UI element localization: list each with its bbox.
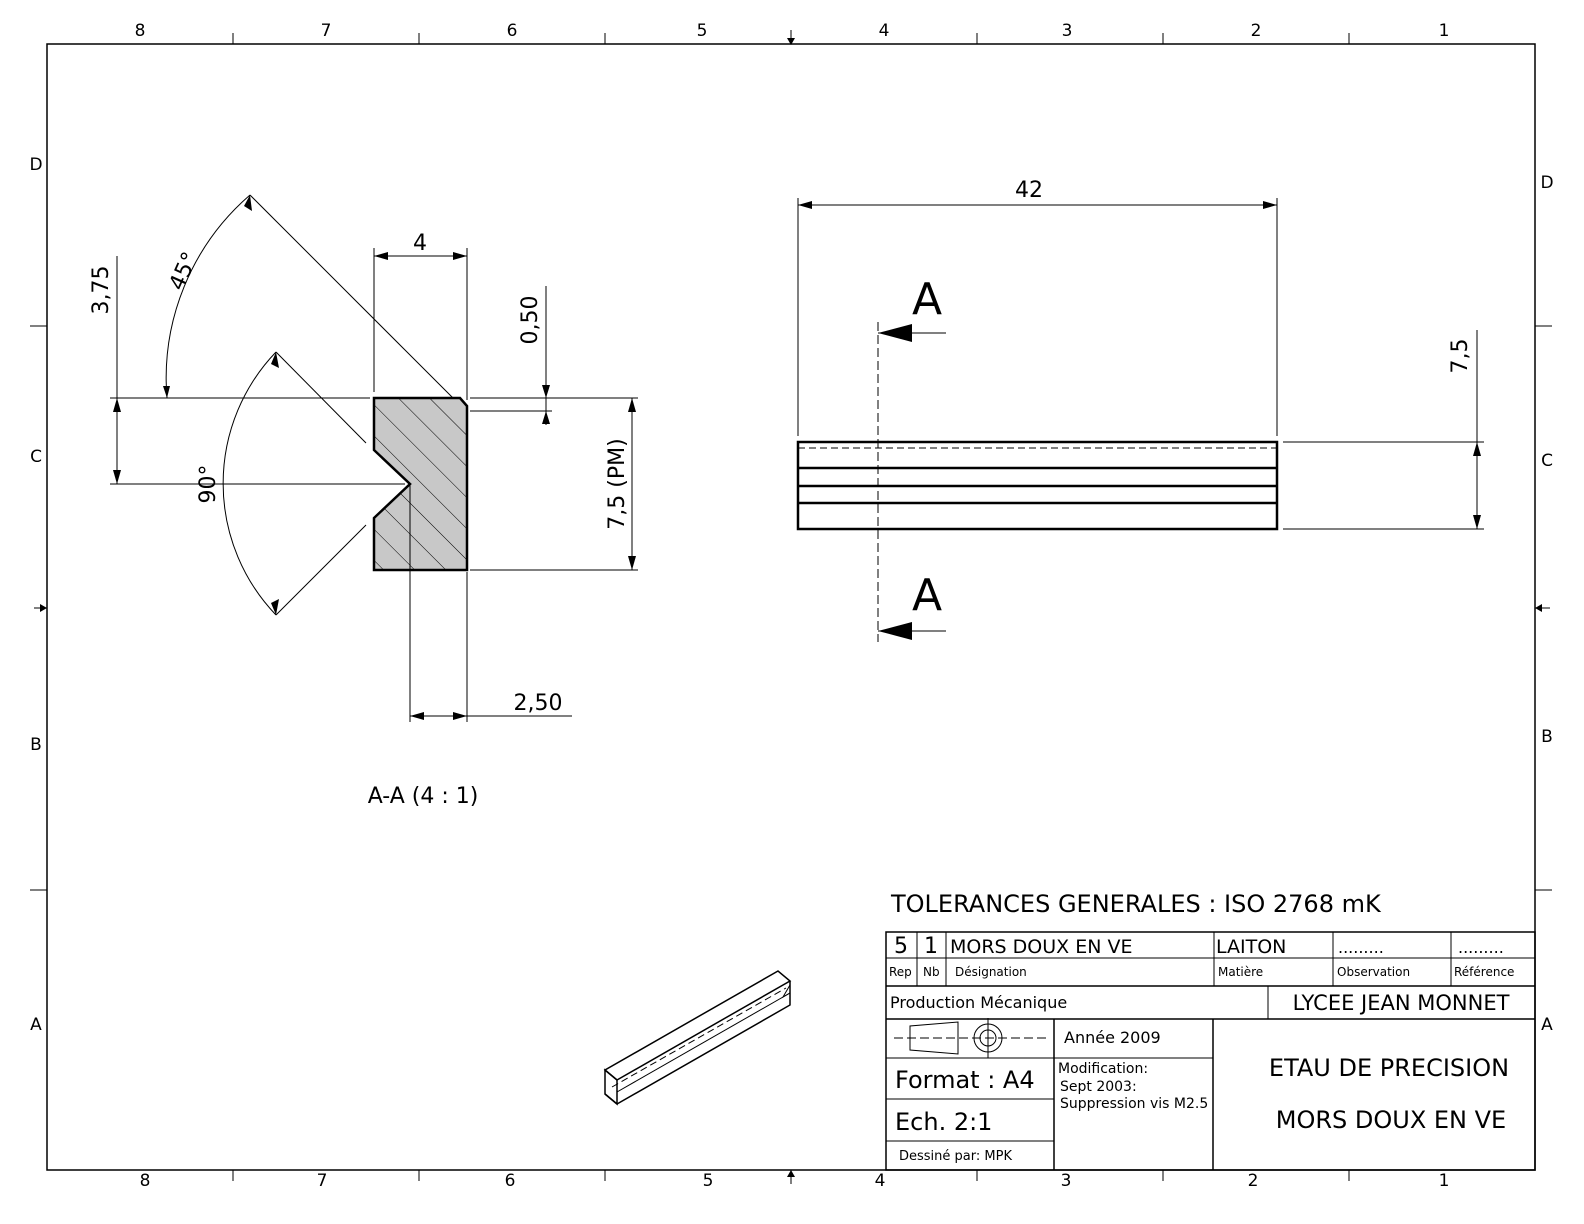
cut-line-a: A A [877,274,946,642]
section-hatch [372,396,469,572]
chamfer-050-label: 0,50 [518,296,543,345]
isometric-view [603,970,792,1106]
row-label-right: B [1541,727,1553,747]
matiere-value: LAITON [1216,936,1286,958]
row-label-left: B [30,735,42,755]
col-label-top: 6 [507,21,518,41]
title-block: TOLERANCES GENERALES : ISO 2768 mK 5 1 M… [885,890,1536,1171]
col-label-bottom: 3 [1061,1171,1072,1191]
col-label-top: 5 [697,21,708,41]
section-view: 45° 90° 3,75 4 [89,194,638,809]
col-label-top: 4 [879,21,890,41]
angle-45-label: 45° [165,248,204,294]
row-label-left: C [30,447,42,467]
height-75-label: 7,5 [1448,339,1473,374]
format-text: Format : A4 [895,1066,1035,1094]
row-label-left: A [30,1015,42,1035]
col-label-top: 8 [135,21,146,41]
drawn-by-text: Dessiné par: MPK [899,1149,1012,1164]
col-label-bottom: 2 [1248,1171,1259,1191]
zone-labels: 8 7 6 5 4 3 2 1 8 7 6 5 4 3 2 1 D C B A … [29,21,1553,1191]
reference-header: Référence [1454,965,1514,979]
sheet-frame [30,30,1552,1184]
col-label-bottom: 8 [140,1171,151,1191]
width-4-dimension: 4 [373,231,468,400]
col-label-top: 3 [1062,21,1073,41]
nb-header: Nb [923,965,940,979]
chamfer-050-dimension: 0,50 [470,286,552,425]
row-label-right: C [1541,451,1553,471]
observation-header: Observation [1337,965,1410,979]
row-label-right: D [1540,173,1553,193]
front-view: 42 7,5 A A [796,178,1484,642]
length-42-label: 42 [1015,178,1043,203]
department-text: Production Mécanique [890,993,1067,1012]
matiere-header: Matière [1218,965,1263,979]
length-42-dimension: 42 [797,178,1278,436]
tolerances-text: TOLERANCES GENERALES : ISO 2768 mK [890,890,1382,918]
col-label-bottom: 1 [1439,1171,1450,1191]
cut-label-bottom: A [912,570,942,621]
col-label-top: 2 [1251,21,1262,41]
angle-45-dimension: 45° [110,194,454,399]
modification-text: Suppression vis M2.5 [1060,1096,1208,1112]
row-label-left: D [29,155,42,175]
modification-date: Sept 2003: [1060,1079,1137,1095]
offset-250-label: 2,50 [514,691,563,716]
offset-250-dimension: 2,50 [409,484,572,722]
width-4-label: 4 [413,231,427,256]
row-label-right: A [1541,1015,1553,1035]
height-75pm-dimension: 7,5 (PM) [470,397,638,571]
assembly-title: ETAU DE PRECISION [1269,1054,1509,1082]
height-75-dimension: 7,5 [1283,330,1484,530]
depth-375-dimension: 3,75 [89,256,405,485]
year-text: Année 2009 [1064,1028,1161,1047]
cut-label-top: A [912,274,942,325]
reference-value: ......... [1458,938,1504,957]
part-title: MORS DOUX EN VE [1276,1106,1506,1134]
col-label-bottom: 5 [703,1171,714,1191]
rep-value: 5 [894,934,908,959]
depth-375-label: 3,75 [89,266,114,315]
col-label-bottom: 6 [505,1171,516,1191]
designation-value: MORS DOUX EN VE [950,936,1132,958]
height-75pm-label: 7,5 (PM) [605,438,630,529]
modification-title: Modification: [1058,1061,1148,1077]
col-label-bottom: 7 [317,1171,328,1191]
rep-header: Rep [889,965,912,979]
observation-value: ......... [1338,938,1384,957]
scale-text: Ech. 2:1 [895,1108,992,1136]
col-label-bottom: 4 [875,1171,886,1191]
col-label-top: 1 [1439,21,1450,41]
designation-header: Désignation [955,965,1027,979]
nb-value: 1 [924,934,938,959]
col-label-top: 7 [321,21,332,41]
school-text: LYCEE JEAN MONNET [1293,991,1510,1015]
projection-symbol-icon [894,1018,1048,1058]
section-view-label: A-A (4 : 1) [368,784,479,809]
